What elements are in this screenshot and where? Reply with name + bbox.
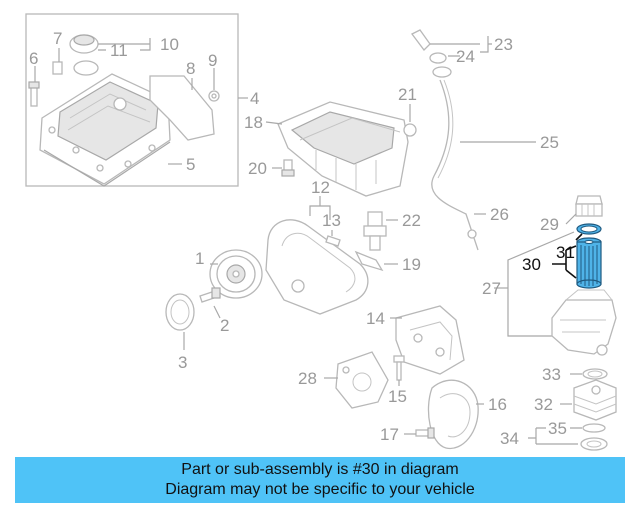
callout-14[interactable]: 14 (366, 309, 385, 328)
dipstick[interactable] (411, 29, 452, 78)
clip-9[interactable] (208, 90, 220, 102)
bolt-20[interactable] (281, 159, 295, 177)
callout-5[interactable]: 5 (186, 155, 195, 174)
callout-35[interactable]: 35 (548, 419, 567, 438)
valve-cover-group-box (25, 13, 239, 187)
breather-hose-8[interactable] (149, 75, 215, 141)
bolt-6[interactable] (28, 81, 40, 107)
callout-3[interactable]: 3 (178, 353, 187, 372)
oil-baffle[interactable] (427, 379, 479, 450)
gasket-35[interactable] (582, 423, 606, 433)
callout-27[interactable]: 27 (482, 279, 501, 298)
oil-pump[interactable] (395, 305, 465, 375)
callout-10[interactable]: 10 (160, 35, 179, 54)
callout-6[interactable]: 6 (29, 49, 38, 68)
timing-cover[interactable] (265, 219, 369, 315)
callout-17[interactable]: 17 (380, 425, 399, 444)
callout-1[interactable]: 1 (195, 249, 204, 268)
oil-pan[interactable] (277, 101, 409, 197)
oil-filler-cap[interactable] (69, 34, 99, 76)
bolt-13[interactable] (325, 235, 341, 247)
callout-33[interactable]: 33 (542, 365, 561, 384)
seal-cover-3[interactable] (165, 293, 195, 331)
pulley-bolt[interactable] (199, 287, 221, 303)
valve-cover[interactable] (39, 73, 171, 185)
callout-30[interactable]: 30 (522, 255, 541, 274)
callout-2[interactable]: 2 (220, 316, 229, 335)
callout-16[interactable]: 16 (488, 395, 507, 414)
callout-11[interactable]: 11 (110, 41, 128, 60)
callout-26[interactable]: 26 (490, 205, 509, 224)
crankshaft-pulley[interactable] (209, 249, 263, 299)
info-banner: Part or sub-assembly is #30 in diagram D… (15, 457, 625, 503)
callout-15[interactable]: 15 (388, 387, 407, 406)
filter-cap-29[interactable] (575, 195, 603, 217)
callout-21[interactable]: 21 (398, 85, 417, 104)
cooler-32[interactable] (573, 379, 617, 421)
callout-4[interactable]: 4 (250, 89, 259, 108)
callout-32[interactable]: 32 (534, 395, 553, 414)
o-ring-31[interactable] (576, 223, 602, 235)
bolt-15[interactable] (393, 355, 405, 381)
gasket-valve-cover[interactable] (43, 141, 171, 187)
callout-24[interactable]: 24 (456, 47, 475, 66)
callout-22[interactable]: 22 (402, 211, 421, 230)
callout-29[interactable]: 29 (540, 215, 559, 234)
callout-20[interactable]: 20 (248, 159, 267, 178)
callout-23[interactable]: 23 (494, 35, 513, 54)
callout-18[interactable]: 18 (244, 113, 263, 132)
bolt-17[interactable] (415, 427, 435, 439)
dipstick-tube[interactable] (431, 79, 479, 251)
callout-25[interactable]: 25 (540, 133, 559, 152)
seal-34[interactable] (580, 437, 608, 451)
banner-part-note: Part or sub-assembly is #30 in diagram (181, 461, 459, 478)
oil-sensor[interactable] (363, 211, 387, 251)
filter-housing[interactable] (551, 289, 617, 356)
callout-31[interactable]: 31 (556, 243, 575, 262)
callout-28[interactable]: 28 (298, 369, 317, 388)
callout-12[interactable]: 12 (311, 178, 330, 197)
plug-7[interactable] (52, 61, 63, 75)
seal-33[interactable] (582, 368, 608, 380)
drain-plug-21[interactable] (403, 123, 417, 137)
callout-8[interactable]: 8 (186, 59, 195, 78)
oil-filter-element-30[interactable] (576, 237, 602, 289)
callout-9[interactable]: 9 (208, 51, 217, 70)
callout-13[interactable]: 13 (322, 211, 341, 230)
callout-34[interactable]: 34 (500, 429, 519, 448)
callout-7[interactable]: 7 (53, 29, 62, 48)
banner-disclaimer: Diagram may not be specific to your vehi… (165, 481, 475, 498)
callout-19[interactable]: 19 (402, 255, 421, 274)
gasket-19[interactable] (354, 250, 384, 272)
housing-28[interactable] (335, 351, 389, 409)
